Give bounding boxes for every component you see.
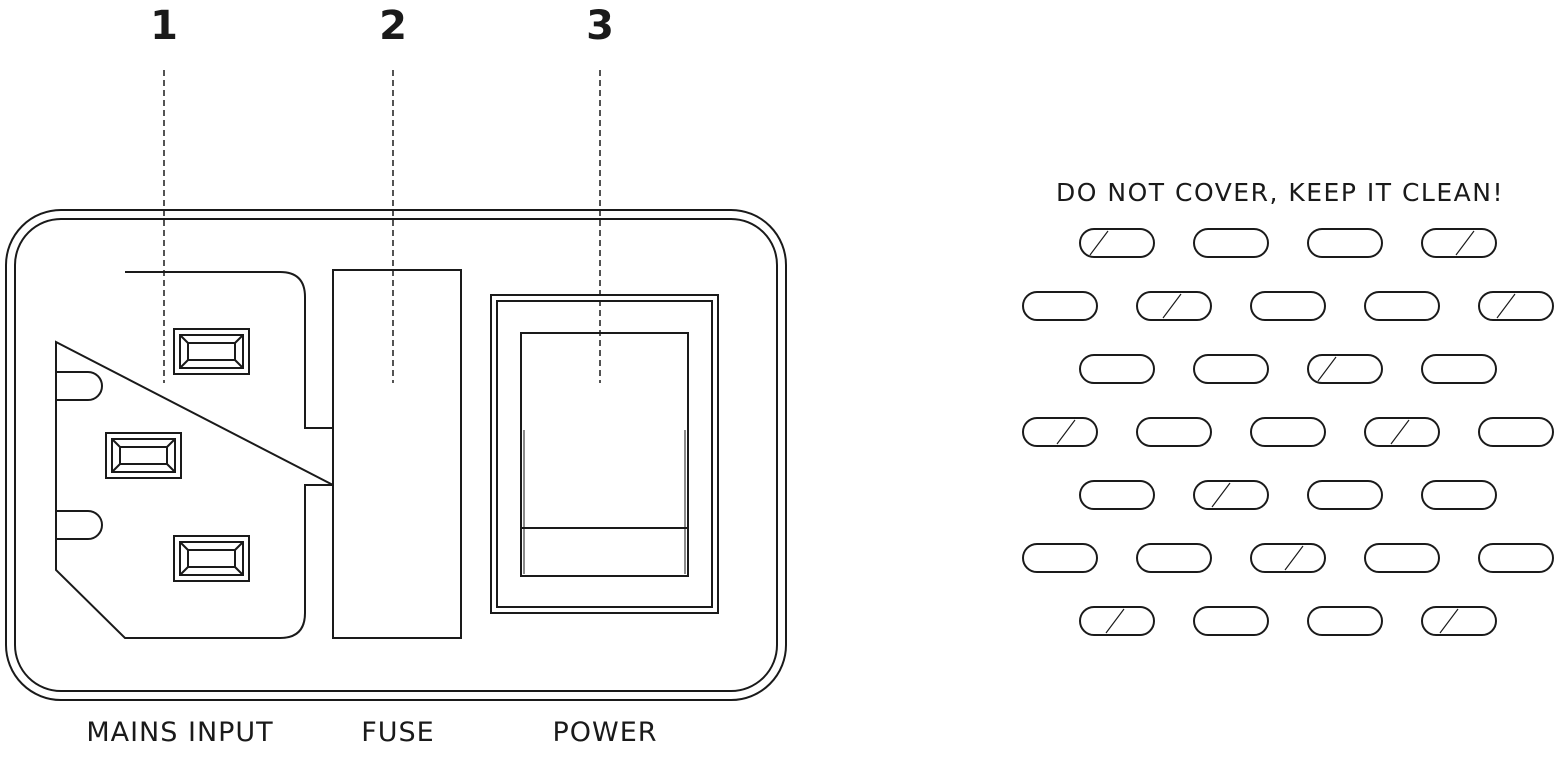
vent-slot xyxy=(1250,291,1326,321)
vent-slot-scratch xyxy=(1317,356,1337,382)
callout-number-2: 2 xyxy=(379,3,407,49)
vent-slot xyxy=(1364,543,1440,573)
vent-slot-scratch xyxy=(1439,608,1459,634)
vent-slot-scratch xyxy=(1162,293,1182,319)
iec-inlet-notch-bottom xyxy=(56,510,103,540)
vent-slot xyxy=(1421,606,1497,636)
vent-slot-scratch xyxy=(1211,482,1231,508)
vent-slot xyxy=(1364,417,1440,447)
vent-warning-label: DO NOT COVER, KEEP IT CLEAN! xyxy=(1056,178,1504,207)
vent-slot xyxy=(1421,228,1497,258)
vent-slot xyxy=(1307,228,1383,258)
vent-slot xyxy=(1478,291,1554,321)
vent-slot xyxy=(1079,228,1155,258)
panel-outline-inner xyxy=(14,218,778,692)
iec-inlet-body xyxy=(55,271,334,639)
vent-slot xyxy=(1193,354,1269,384)
vent-slot-scratch xyxy=(1089,230,1109,256)
vent-slot-scratch xyxy=(1390,419,1410,445)
power-switch-rocker xyxy=(520,332,689,577)
power-switch-frame-outer xyxy=(490,294,719,614)
vent-slot xyxy=(1136,417,1212,447)
vent-slot xyxy=(1364,291,1440,321)
vent-slot xyxy=(1193,228,1269,258)
panel-outline-outer xyxy=(5,209,787,701)
vent-slot xyxy=(1079,480,1155,510)
iec-pin-middle xyxy=(105,432,182,479)
vent-slot xyxy=(1079,354,1155,384)
vent-slot xyxy=(1250,417,1326,447)
ventilation-grille xyxy=(1022,228,1554,636)
caption-power: POWER xyxy=(552,717,658,748)
iec-inlet-notch-top xyxy=(56,371,103,401)
vent-slot xyxy=(1478,417,1554,447)
vent-slot xyxy=(1421,480,1497,510)
vent-slot xyxy=(1022,543,1098,573)
caption-mains-input: MAINS INPUT xyxy=(86,717,274,748)
callout-number-3: 3 xyxy=(586,3,614,49)
vent-slot xyxy=(1250,543,1326,573)
vent-slot xyxy=(1193,480,1269,510)
callout-number-1: 1 xyxy=(150,3,178,49)
vent-slot xyxy=(1136,543,1212,573)
vent-slot-scratch xyxy=(1496,293,1516,319)
vent-slot xyxy=(1421,354,1497,384)
vent-slot xyxy=(1478,543,1554,573)
power-switch-frame-inner xyxy=(496,300,713,608)
iec-pin-top xyxy=(173,328,250,375)
vent-slot xyxy=(1022,291,1098,321)
iec-pin-bottom xyxy=(173,535,250,582)
vent-slot xyxy=(1307,354,1383,384)
vent-slot-scratch xyxy=(1105,608,1125,634)
vent-slot-scratch xyxy=(1056,419,1076,445)
vent-slot xyxy=(1022,417,1098,447)
vent-slot xyxy=(1307,480,1383,510)
vent-slot xyxy=(1307,606,1383,636)
caption-fuse: FUSE xyxy=(361,717,435,748)
fuse-holder xyxy=(332,269,462,639)
vent-slot-scratch xyxy=(1284,545,1304,571)
vent-slot xyxy=(1079,606,1155,636)
vent-slot xyxy=(1136,291,1212,321)
vent-slot xyxy=(1193,606,1269,636)
vent-slot-scratch xyxy=(1455,230,1475,256)
